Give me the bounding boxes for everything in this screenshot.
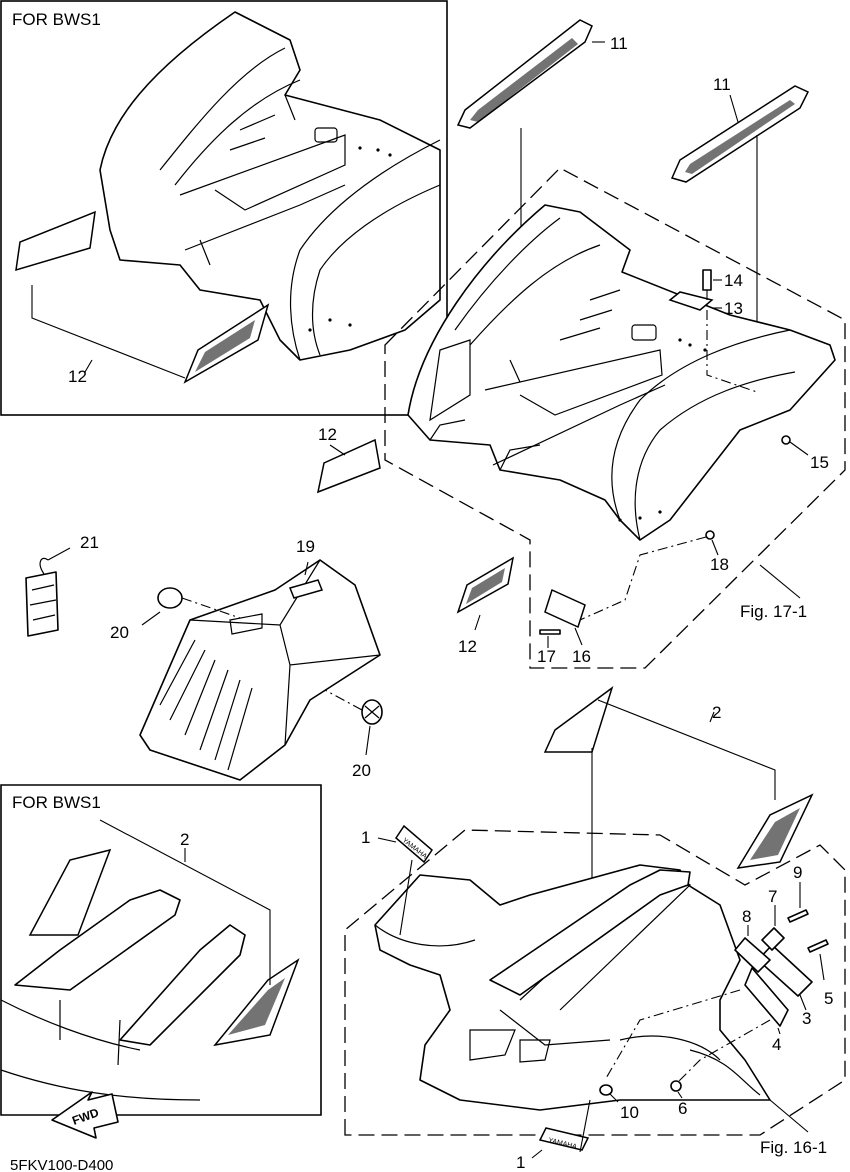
callout-19: 19 — [296, 537, 315, 556]
decal-2-left-inset — [28, 848, 112, 936]
decal-2-right-inset — [213, 958, 300, 1047]
callout-17: 17 — [537, 647, 556, 666]
callout-16: 16 — [572, 647, 591, 666]
callout-21: 21 — [80, 533, 99, 552]
plate-13 — [668, 291, 714, 311]
callout-10: 10 — [620, 1103, 639, 1122]
callout-1-top: 1 — [361, 828, 370, 847]
front-rail-left — [14, 889, 181, 991]
callout-12-rear-left: 12 — [318, 425, 337, 444]
screw-5 — [807, 939, 829, 953]
callout-6: 6 — [678, 1099, 687, 1118]
tag-21-card — [25, 571, 59, 637]
front-rail-right — [119, 924, 246, 1046]
rear-fender-dashed-boundary — [384, 167, 846, 669]
callout-5: 5 — [824, 989, 833, 1008]
inset-rear-bws1: FOR BWS1 12 — [0, 0, 448, 416]
decal-2-left — [543, 686, 614, 753]
front-fender-dashed-boundary — [344, 829, 846, 1136]
callout-1-bottom: 1 — [516, 1153, 525, 1172]
callout-9: 9 — [793, 863, 802, 882]
decal-1-top: YAMAHA — [395, 824, 433, 864]
ref-fig-16-1: Fig. 16-1 — [760, 1138, 827, 1157]
front-rack-rail — [489, 869, 691, 996]
rear-fender-assembly: 11 11 12 12 13 14 — [316, 19, 846, 669]
callout-15: 15 — [810, 453, 829, 472]
callout-8: 8 — [742, 907, 751, 926]
callout-4: 4 — [772, 1035, 781, 1054]
callout-2-main: 2 — [712, 703, 721, 722]
rear-fender — [407, 204, 836, 541]
screw-9 — [787, 909, 809, 923]
inset-rear-title: FOR BWS1 — [12, 10, 101, 29]
rear-fender-inset — [99, 11, 441, 361]
callout-11-left: 11 — [610, 34, 628, 53]
plate-4 — [744, 967, 789, 1027]
plate-3 — [757, 944, 813, 997]
label-19 — [288, 579, 324, 599]
rivet-14 — [702, 269, 712, 291]
nut-10 — [599, 1084, 613, 1096]
callout-2-inset: 2 — [180, 830, 189, 849]
ref-fig-17-1: Fig. 17-1 — [740, 602, 807, 621]
decal-12-left-inset — [15, 210, 96, 272]
cap-20-top — [157, 587, 183, 609]
grommet-15 — [781, 435, 791, 445]
callout-20-top: 20 — [110, 623, 129, 642]
inset-front-bws1: FOR BWS1 2 — [0, 784, 322, 1116]
nut-6 — [670, 1080, 682, 1092]
grommet-18 — [705, 530, 715, 540]
callout-14: 14 — [724, 271, 743, 290]
plate-8 — [734, 937, 771, 973]
screw-17 — [539, 629, 561, 635]
front-fender — [374, 864, 771, 1111]
decal-12-rear-left — [316, 438, 381, 494]
tag-21: 21 — [25, 533, 99, 637]
fwd-arrow-icon: FWD — [51, 1091, 119, 1139]
inset-front-title: FOR BWS1 — [12, 793, 101, 812]
front-fender-assembly: 2 YAMAHA 1 YAMAHA 1 3 4 — [344, 686, 846, 1172]
callout-18: 18 — [710, 555, 729, 574]
callout-7: 7 — [768, 887, 777, 906]
callout-20-bottom: 20 — [352, 761, 371, 780]
callout-12-rear-right: 12 — [458, 637, 477, 656]
callout-13: 13 — [724, 299, 743, 318]
callout-11-right: 11 — [713, 75, 731, 94]
storage-box-assembly: 20 20 19 — [110, 537, 383, 781]
callout-12-inset: 12 — [68, 367, 87, 386]
callout-3: 3 — [802, 1009, 811, 1028]
plate-7 — [761, 927, 785, 951]
reflector-16 — [544, 588, 586, 629]
diagram-code: 5FKV100-D400 — [10, 1157, 113, 1172]
